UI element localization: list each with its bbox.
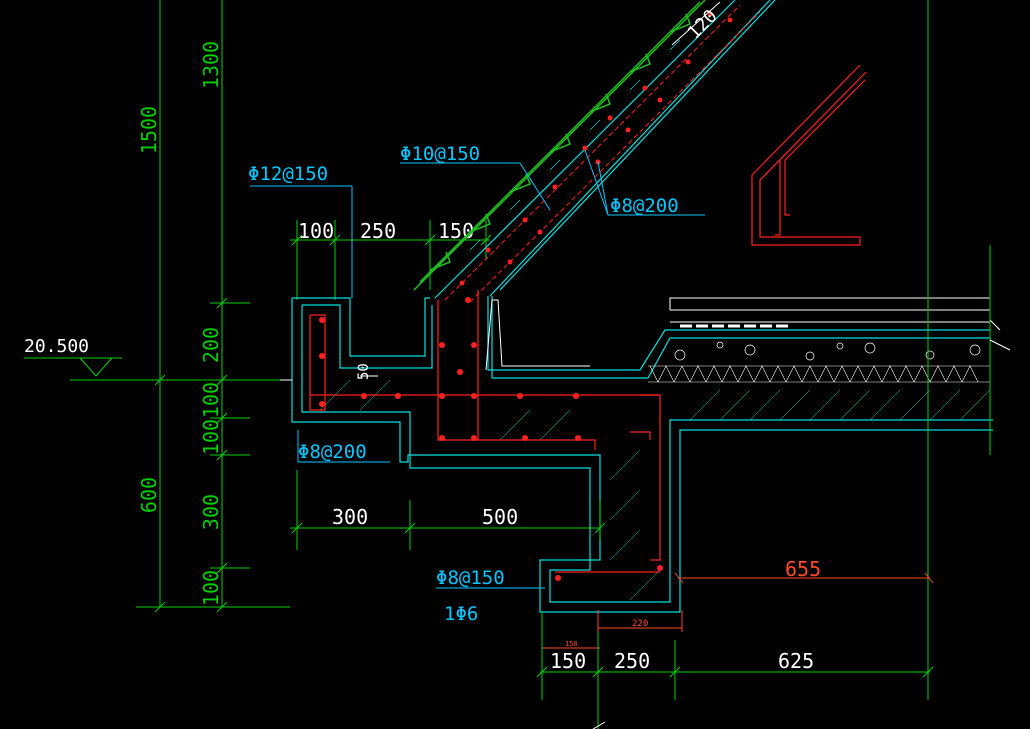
- misc-marks: [280, 339, 1011, 729]
- concrete-hatch: [319, 379, 991, 601]
- dim-150-small: 150: [565, 640, 578, 648]
- roof-finish-layers: [485, 297, 1001, 371]
- roof-rebar-dots: [459, 11, 733, 286]
- rebar-lines: [309, 290, 661, 573]
- rebar-label-gutter: Φ12@150: [248, 163, 328, 185]
- dim-bot-150: 150: [550, 649, 586, 673]
- elevation-label: 20.500: [24, 336, 89, 357]
- dim-100-a: 100: [199, 382, 223, 418]
- dim-220: 220: [632, 619, 648, 629]
- gutter-concrete: [291, 296, 993, 613]
- dim-top-150: 150: [438, 219, 474, 243]
- dim-top-250: 250: [360, 219, 396, 243]
- top-dimension-chain: [290, 220, 492, 300]
- bottom-dimension-chain: [536, 0, 991, 729]
- elevation-marker: 20.500: [24, 336, 160, 381]
- dim-bot-625: 625: [778, 649, 814, 673]
- red-dimension: [542, 572, 934, 649]
- insulation-layer: [648, 365, 990, 383]
- rebar-label-beam-stirrup: Φ8@150: [436, 567, 505, 589]
- dim-top-100: 100: [298, 219, 334, 243]
- vertical-dimension-chain: [136, 0, 290, 613]
- roof-tiles: [413, 0, 706, 291]
- dim-mid-300: 300: [332, 505, 368, 529]
- rebar-label-slab-main: Φ10@150: [400, 143, 480, 165]
- dim-mid-500: 500: [482, 505, 518, 529]
- dim-50: 50: [356, 363, 372, 380]
- dim-100-b: 100: [199, 419, 223, 455]
- gutter-dim: 50: [356, 363, 378, 380]
- dim-1300: 1300: [199, 41, 223, 89]
- roof-slab-rebar: [444, 4, 761, 303]
- gutter-detail-sketch: [751, 64, 867, 246]
- gravel-fill: [674, 341, 981, 361]
- rebar-dots: [319, 297, 663, 581]
- dim-1500: 1500: [137, 106, 161, 154]
- dim-300: 300: [199, 494, 223, 530]
- middle-dimension-chain: [290, 470, 606, 550]
- dim-100-c: 100: [199, 570, 223, 606]
- rebar-label-beam-bar: 1Φ6: [444, 603, 478, 625]
- dim-200: 200: [199, 327, 223, 363]
- dim-120: 120: [684, 6, 722, 44]
- dim-600: 600: [137, 477, 161, 513]
- rebar-label-eave: Φ8@200: [298, 441, 367, 463]
- dim-bot-250: 250: [614, 649, 650, 673]
- dim-655: 655: [785, 557, 821, 581]
- roof-slab-hatch: [469, 39, 681, 251]
- rebar-annotation-lines: [250, 149, 705, 589]
- rebar-label-slab-dist: Φ8@200: [610, 195, 679, 217]
